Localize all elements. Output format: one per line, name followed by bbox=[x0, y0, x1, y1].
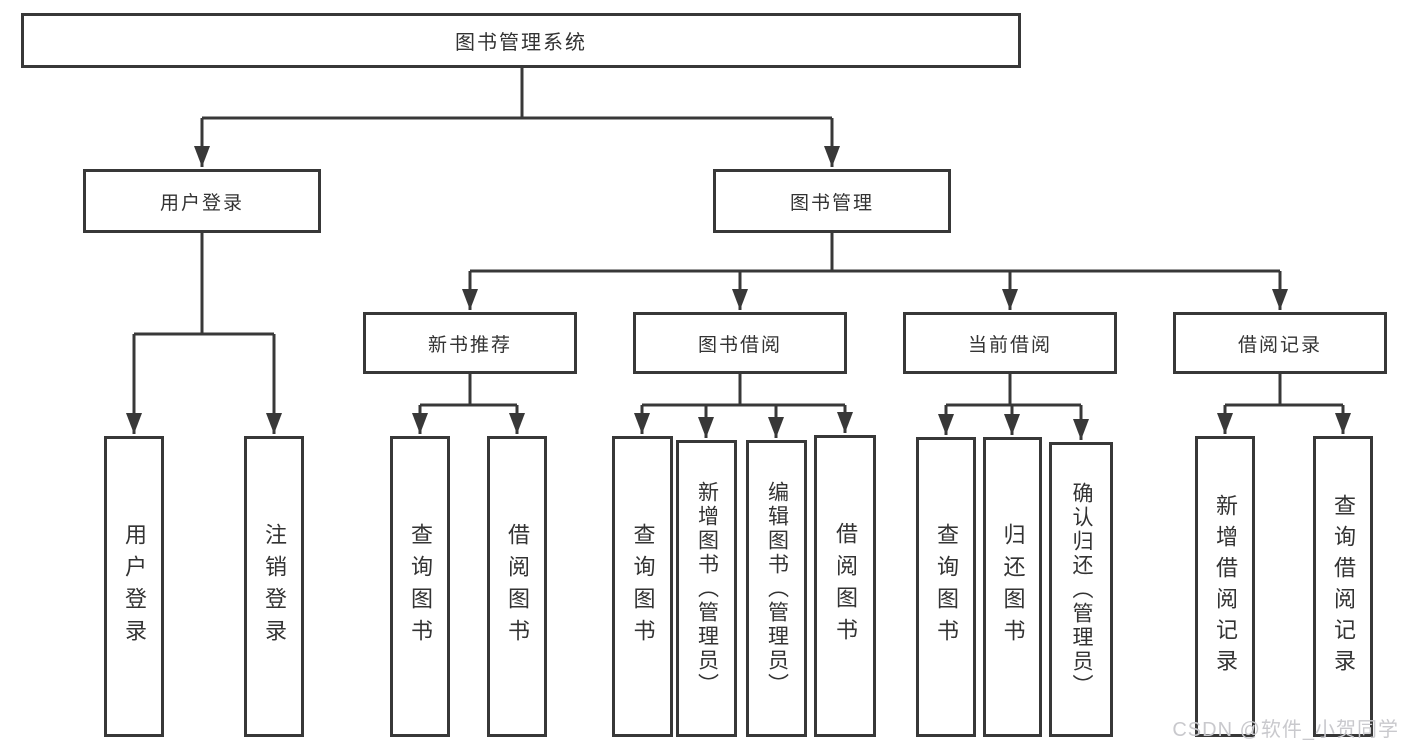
node-library-management-system: 图书管理系统 bbox=[21, 13, 1021, 68]
node-leaf-query-borrow-record: 查询借阅记录 bbox=[1313, 436, 1373, 737]
node-leaf-edit-books-admin: 编辑图书（管理员） bbox=[746, 440, 807, 737]
node-user-login: 用户登录 bbox=[83, 169, 321, 233]
node-leaf-return-books: 归还图书 bbox=[983, 437, 1042, 737]
node-leaf-query-books-borrowing: 查询图书 bbox=[612, 436, 673, 737]
node-leaf-borrow-books-recommend: 借阅图书 bbox=[487, 436, 547, 737]
node-borrowing-records: 借阅记录 bbox=[1173, 312, 1387, 374]
node-new-book-recommendation: 新书推荐 bbox=[363, 312, 577, 374]
node-book-borrowing: 图书借阅 bbox=[633, 312, 847, 374]
node-leaf-add-borrow-record: 新增借阅记录 bbox=[1195, 436, 1255, 737]
node-leaf-query-books-current: 查询图书 bbox=[916, 437, 976, 737]
csdn-watermark: CSDN @软件_小贺同学 bbox=[1172, 719, 1399, 741]
node-book-management: 图书管理 bbox=[713, 169, 951, 233]
node-leaf-logout: 注销登录 bbox=[244, 436, 304, 737]
node-current-borrowing: 当前借阅 bbox=[903, 312, 1117, 374]
node-leaf-query-books-recommend: 查询图书 bbox=[390, 436, 450, 737]
node-leaf-borrow-books: 借阅图书 bbox=[814, 435, 876, 737]
node-leaf-add-books-admin: 新增图书（管理员） bbox=[676, 440, 737, 737]
node-leaf-user-login: 用户登录 bbox=[104, 436, 164, 737]
node-leaf-confirm-return-admin: 确认归还（管理员） bbox=[1049, 442, 1113, 737]
